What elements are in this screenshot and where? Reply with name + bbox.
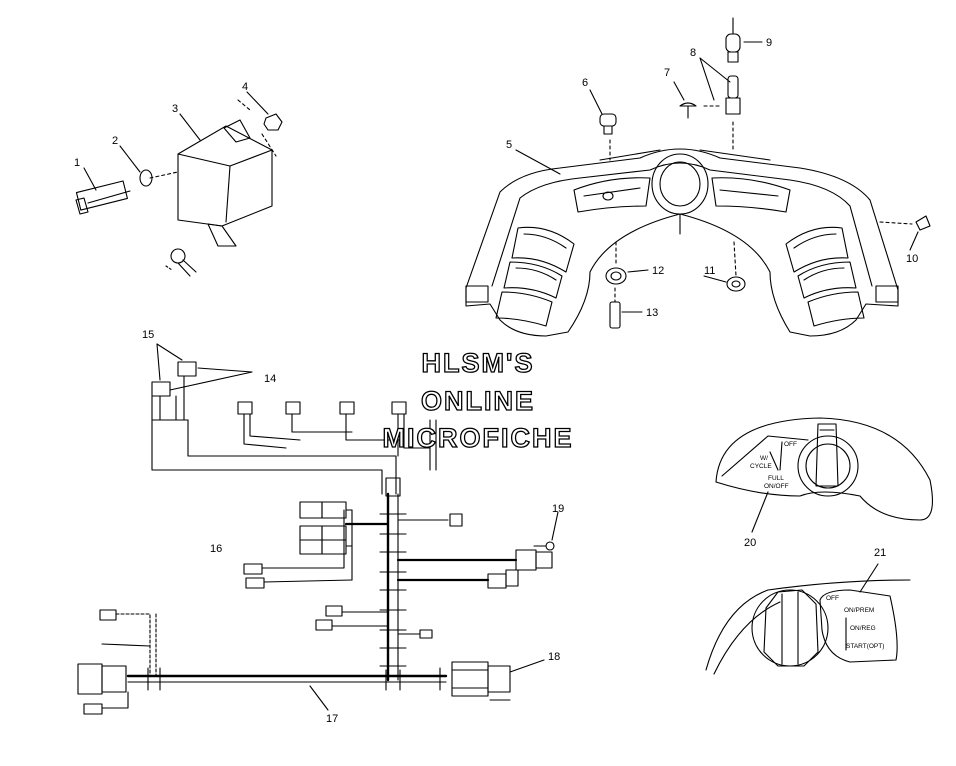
switch21-onreg-label: ON/REG	[850, 625, 876, 632]
upper-branch-connectors	[237, 401, 437, 471]
watermark-line-3: MICROFICHE	[383, 423, 574, 453]
callout-12: 12	[652, 265, 664, 277]
switch-20-labels: OFF W/ CYCLE FULL ON/OFF	[750, 441, 797, 490]
callout-7: 7	[664, 67, 670, 79]
trunk-ties	[379, 513, 407, 667]
wiring-harness	[77, 343, 559, 715]
callout-15: 15	[142, 329, 154, 341]
watermark-line-1: HLSM'S	[422, 348, 535, 378]
callout-10: 10	[906, 253, 918, 265]
module-box-part	[177, 119, 273, 247]
switch20-fuel-label: FULL	[768, 475, 784, 482]
switch20-cycle-label: CYCLE	[750, 463, 772, 470]
callout-3: 3	[172, 103, 178, 115]
callout-8: 8	[690, 47, 696, 59]
watermark: HLSM'S ONLINE MICROFICHE	[382, 347, 574, 453]
bolt-part	[75, 180, 131, 215]
branch-19-part	[396, 511, 559, 589]
callout-1: 1	[74, 157, 80, 169]
left-far-connectors	[77, 609, 441, 715]
watermark-line-2: ONLINE	[421, 386, 535, 416]
callout-11: 11	[704, 265, 715, 277]
switch-21-labels: OFF ON/PREM ON/REG START(OPT)	[826, 595, 884, 650]
left-cluster-connectors	[299, 501, 390, 581]
ring-terminal-part	[165, 248, 197, 277]
nut-part	[263, 113, 283, 131]
nut-11-part	[726, 241, 746, 292]
callout-labels: 1 2 3 4 5 6 7 8 9 10 11 12 13 14 15 16 1…	[74, 37, 918, 725]
callout-5: 5	[506, 139, 512, 151]
connector-18-part	[451, 659, 545, 701]
switch21-off-label: OFF	[826, 595, 839, 602]
callout-13: 13	[646, 307, 658, 319]
callout-20: 20	[744, 537, 756, 549]
module-assembly	[75, 91, 283, 277]
grommet-12-part	[605, 241, 627, 285]
switch21-start-label: START(OPT)	[846, 643, 884, 650]
switch20-off-label: OFF	[784, 441, 797, 448]
right-vent-pockets	[785, 226, 865, 327]
left-vent-pockets	[495, 226, 575, 327]
callout-17: 17	[326, 713, 338, 725]
screw-7-part	[679, 102, 721, 119]
screw-10-part	[879, 215, 931, 231]
callout-14: 14	[264, 373, 276, 385]
switch20-tilt-label: W/	[760, 455, 768, 462]
callout-18: 18	[548, 651, 560, 663]
switch-20-panel	[715, 417, 933, 533]
callout-4: 4	[242, 81, 248, 93]
pin-13-part	[609, 287, 621, 329]
callout-9: 9	[766, 37, 772, 49]
callout-6: 6	[582, 77, 588, 89]
fastener-6-part	[599, 113, 617, 161]
callout-2: 2	[112, 135, 118, 147]
switch-21-panel	[705, 563, 911, 675]
connector-16-part	[243, 509, 353, 589]
callout-16: 16	[210, 543, 222, 555]
switch20-fuel2-label: ON/OFF	[764, 483, 789, 490]
dash-console	[465, 17, 931, 337]
switch21-onprem-label: ON/PREM	[844, 607, 874, 614]
bulb-9-part	[725, 17, 741, 63]
callout-19: 19	[552, 503, 564, 515]
callout-21: 21	[874, 547, 886, 559]
connector-8-part	[725, 75, 741, 151]
